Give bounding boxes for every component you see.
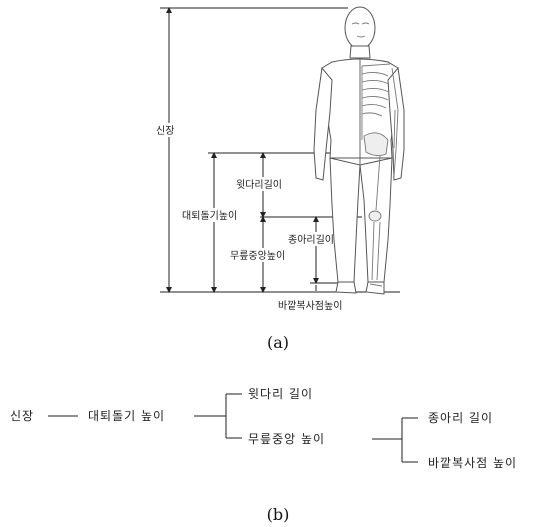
node-lower-leg-length: 종아리 길이 <box>428 411 493 425</box>
node-crotch-height: 대퇴돌기 높이 <box>88 409 165 423</box>
label-lower-leg-length: 종아리길이 <box>288 233 334 246</box>
node-height: 신장 <box>10 409 34 423</box>
label-lateral-malleolus-height: 바깥복사점높이 <box>278 300 342 312</box>
head <box>345 7 375 49</box>
part-a-body-diagram: 신장 윗다리길이 대퇴돌기높이 종아리길이 무릎중앙높이 바깥복사점높이 <box>150 7 404 312</box>
left-leg <box>330 158 360 286</box>
part-b-hierarchy-tree: 신장 대퇴돌기 높이 윗다리 길이 무릎중앙 높이 종아리 길이 바깥복사점 높… <box>10 386 517 470</box>
caption-a: (a) <box>267 333 289 352</box>
label-knee-mid-height: 무릎중앙높이 <box>230 250 285 262</box>
neck <box>350 46 370 58</box>
node-knee-mid-height: 무릎중앙 높이 <box>248 432 325 446</box>
label-height: 신장 <box>156 125 174 137</box>
human-figure-illustration <box>314 7 404 294</box>
caption-b: (b) <box>267 505 290 524</box>
node-lateral-malleolus-height: 바깥복사점 높이 <box>428 456 517 470</box>
label-crotch-height: 대퇴돌기높이 <box>182 210 237 222</box>
right-leg <box>360 158 392 286</box>
label-upper-leg-length: 윗다리길이 <box>236 178 282 191</box>
left-foot <box>336 282 356 293</box>
node-upper-leg-length: 윗다리 길이 <box>248 386 313 401</box>
right-foot <box>366 282 384 294</box>
